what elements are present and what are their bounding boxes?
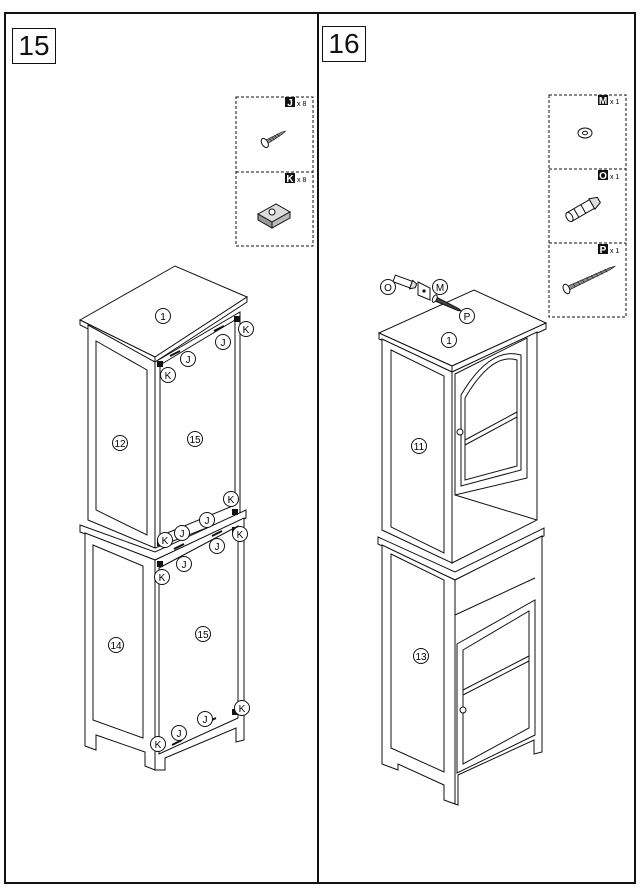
step-15-number: 15 bbox=[12, 28, 56, 64]
hw-letter-p: P bbox=[600, 245, 607, 256]
hw-letter-m: M bbox=[599, 96, 607, 107]
callout-back-15-lower: 15 bbox=[197, 630, 209, 641]
panel-divider bbox=[317, 12, 319, 884]
callout-j: J bbox=[177, 729, 182, 740]
callout-back-15-upper: 15 bbox=[189, 435, 201, 446]
hw-letter-j: J bbox=[287, 98, 293, 109]
step-15-hardware-box: J x 8 K x 8 bbox=[235, 96, 314, 247]
step-16-wall-anchor-assembly bbox=[392, 274, 463, 312]
callout-j: J bbox=[215, 542, 220, 553]
callout-door-13: 13 bbox=[415, 652, 427, 663]
hw-qty-k: x 8 bbox=[297, 177, 306, 184]
step-16-callouts: 1 11 13 O M P bbox=[380, 279, 475, 664]
callout-k: K bbox=[155, 740, 162, 751]
callout-j: J bbox=[180, 529, 185, 540]
step-15-upper-cabinet bbox=[78, 265, 249, 549]
callout-p: P bbox=[464, 312, 471, 323]
callout-k: K bbox=[239, 704, 246, 715]
step-16-hardware-box: M x 1 O x 1 P x 1 bbox=[548, 94, 627, 318]
hw-qty-j: x 8 bbox=[297, 101, 306, 108]
callout-k: K bbox=[159, 573, 166, 584]
washer-icon bbox=[577, 127, 593, 139]
wood-screw-icon bbox=[260, 130, 286, 149]
callout-j: J bbox=[205, 516, 210, 527]
callout-j: J bbox=[186, 355, 191, 366]
hw-letter-o: O bbox=[599, 171, 607, 182]
hw-qty-m: x 1 bbox=[610, 99, 619, 106]
callout-side-14: 14 bbox=[110, 641, 122, 652]
bracket-block-icon bbox=[256, 203, 292, 229]
callout-k: K bbox=[165, 371, 172, 382]
callout-top-1: 1 bbox=[446, 336, 452, 347]
callout-m: M bbox=[436, 283, 444, 294]
step-16-number: 16 bbox=[322, 26, 366, 62]
wall-anchor-icon bbox=[565, 196, 601, 223]
callout-j: J bbox=[221, 338, 226, 349]
hw-qty-p: x 1 bbox=[610, 248, 619, 255]
hw-letter-k: K bbox=[286, 174, 294, 185]
hw-qty-o: x 1 bbox=[610, 174, 619, 181]
instruction-frame bbox=[4, 12, 636, 884]
step-16-upper-cabinet bbox=[377, 289, 548, 564]
callout-j: J bbox=[182, 560, 187, 571]
callout-k: K bbox=[237, 530, 244, 541]
step-15-callouts: 1 12 15 15 14 K J J K K J J K K J J K K … bbox=[108, 308, 254, 752]
callout-o: O bbox=[384, 283, 392, 294]
callout-k: K bbox=[243, 325, 250, 336]
long-screw-icon bbox=[562, 265, 616, 295]
callout-k: K bbox=[228, 495, 235, 506]
step-16-lower-cabinet bbox=[377, 527, 545, 806]
callout-j: J bbox=[203, 715, 208, 726]
callout-door-12: 12 bbox=[114, 439, 126, 450]
callout-door-11: 11 bbox=[414, 442, 425, 453]
callout-k: K bbox=[162, 536, 169, 547]
callout-top-1: 1 bbox=[160, 312, 166, 323]
